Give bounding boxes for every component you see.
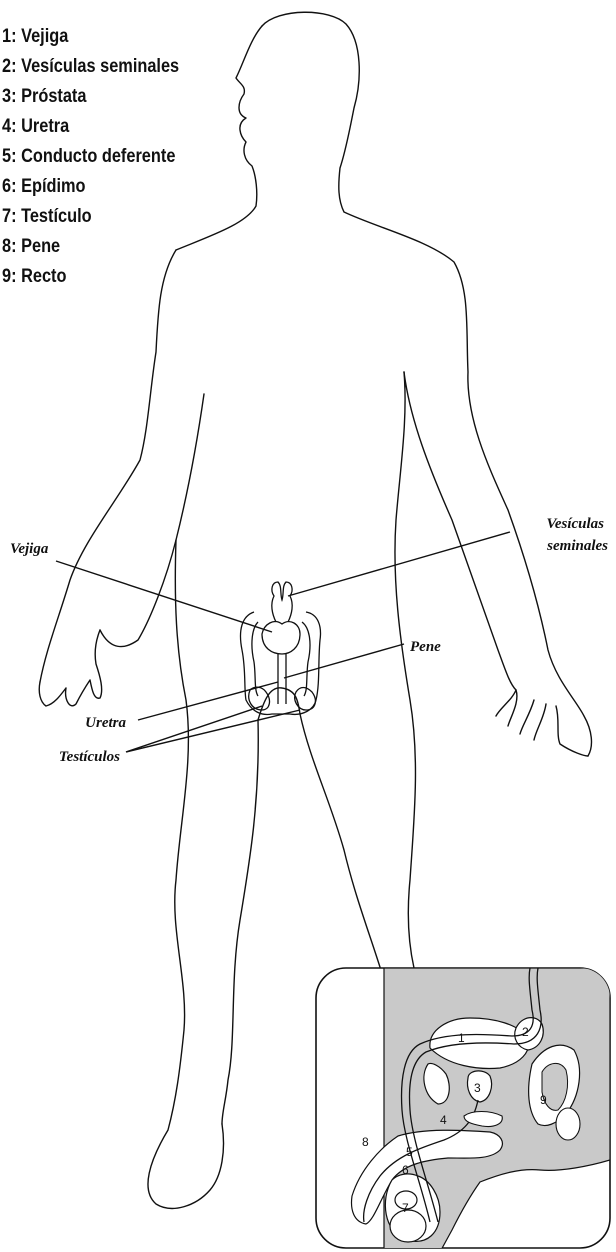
organ-inner-frame: [252, 622, 310, 696]
leader-vejiga: [56, 561, 272, 632]
right-leg-inner: [300, 714, 384, 980]
left-leg-outer: [148, 540, 224, 1208]
organ-outer-frame: [241, 612, 321, 714]
callout-uretra: Uretra: [85, 715, 126, 731]
right-leg-outer: [395, 372, 416, 968]
inset-number-7: 7: [402, 1201, 409, 1215]
callout-labels: Vejiga Vesículas seminales Pene Uretra T…: [10, 516, 608, 765]
inner-left-arm: [100, 394, 204, 647]
inset-lower-bone: [556, 1108, 580, 1140]
callout-vesiculas-line2: seminales: [546, 538, 608, 554]
leader-uretra: [138, 682, 278, 720]
inset-panel: 1 2 3 4 5 6 7 8 9: [316, 968, 610, 1252]
face-profile: [176, 26, 262, 250]
urethra-shape: [278, 654, 286, 704]
seminal-vesicles-shape: [272, 582, 292, 622]
callout-vejiga: Vejiga: [10, 541, 49, 557]
callout-vesiculas-line1: Vesículas: [546, 516, 604, 532]
leader-pene: [284, 644, 404, 678]
callout-pene: Pene: [410, 639, 441, 655]
inset-number-1: 1: [458, 1031, 465, 1045]
inset-number-5: 5: [406, 1145, 413, 1159]
inset-number-6: 6: [402, 1163, 409, 1177]
left-hand: [39, 630, 101, 706]
inset-number-9: 9: [540, 1093, 547, 1107]
leader-testiculos-left: [126, 706, 262, 752]
vejiga-shape: [262, 622, 300, 654]
inset-number-2: 2: [522, 1025, 529, 1039]
callout-testiculos: Testículos: [59, 749, 120, 765]
torso-left: [40, 250, 176, 682]
inset-number-8: 8: [362, 1135, 369, 1149]
left-leg-inner: [222, 720, 258, 1124]
inset-number-3: 3: [474, 1081, 481, 1095]
organs-front-view: [241, 582, 321, 714]
inset-number-4: 4: [440, 1113, 447, 1127]
leader-vesiculas: [288, 532, 510, 596]
